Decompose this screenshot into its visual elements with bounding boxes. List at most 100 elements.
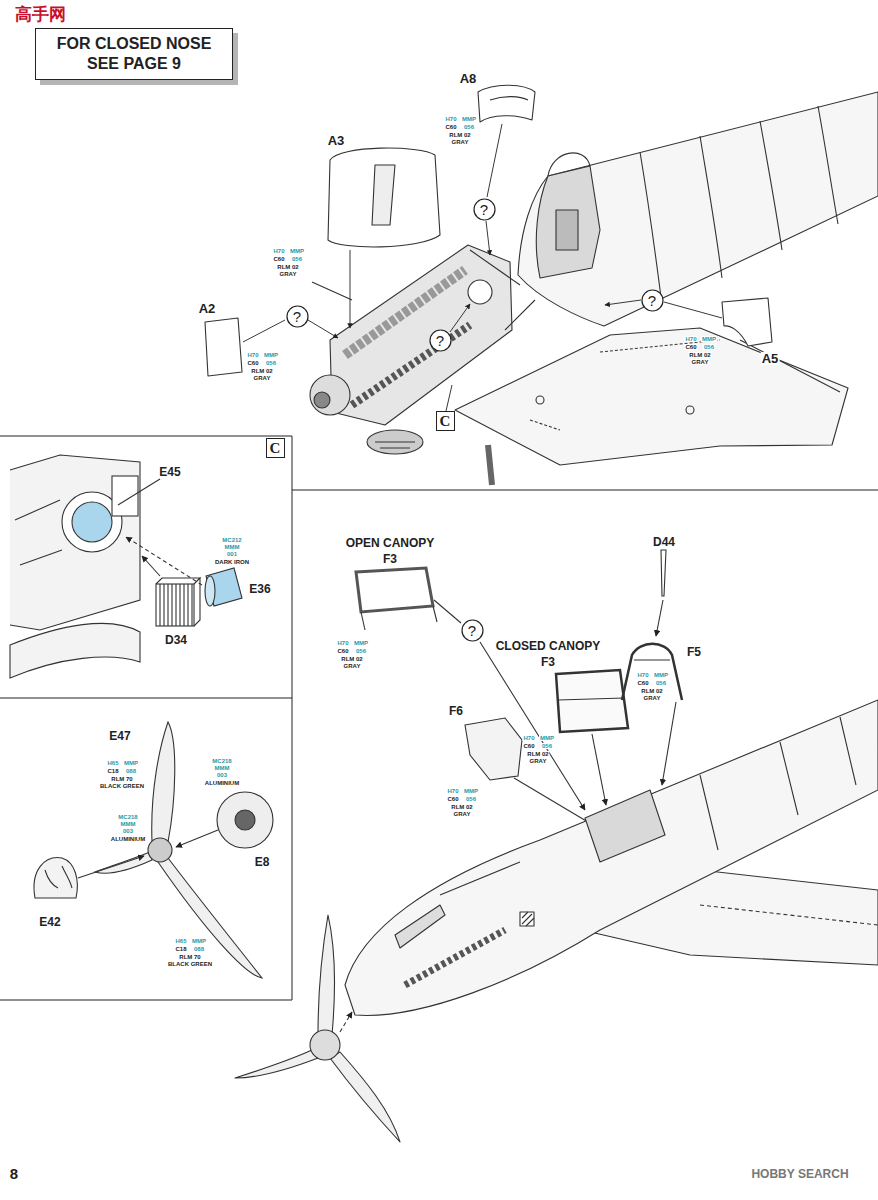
part-number: F6 (448, 705, 464, 717)
circle-outline (287, 306, 308, 327)
line-art (345, 270, 465, 355)
part-number: E47 (108, 730, 131, 742)
paint-code: GRAY (691, 359, 710, 365)
line-art (15, 500, 62, 565)
line-art (308, 320, 338, 338)
paint-code: DARK IRON (214, 559, 250, 565)
line-art (700, 717, 856, 850)
line-art (318, 915, 335, 1035)
line-art (722, 298, 772, 346)
line-art (45, 866, 72, 888)
paint-code: RLM 02 (526, 751, 549, 757)
paint-code: H65 (106, 760, 119, 766)
paint-code: MMP (461, 116, 477, 122)
note-box: FOR CLOSED NOSE SEE PAGE 9 (35, 28, 233, 80)
paint-code: RLM 02 (276, 264, 299, 270)
line-art (34, 722, 273, 978)
paint-code: 001 (226, 551, 238, 557)
paint-code: C60 (444, 124, 457, 130)
line-art (292, 490, 878, 491)
line-art (605, 300, 641, 305)
query-mark: ? (436, 333, 444, 348)
line-art (0, 436, 878, 1000)
line-art (375, 442, 415, 448)
part-number: A3 (327, 134, 346, 147)
part-number: E42 (38, 916, 61, 928)
line-art (243, 320, 285, 342)
line-art (142, 556, 160, 576)
view-label: CLOSED CANOPY (495, 640, 602, 652)
line-art (622, 644, 682, 700)
paint-code: RLM 70 (110, 776, 133, 782)
line-art (700, 905, 878, 925)
query-circle: ? (429, 329, 452, 352)
line-art (634, 659, 670, 660)
line-art (548, 153, 590, 176)
line-art (0, 698, 292, 699)
paint-code: MMP (353, 640, 369, 646)
paint-code: H70 (522, 735, 535, 741)
line-art (536, 396, 544, 404)
paint-code: 088 (193, 946, 205, 952)
watermark: HOBBY SEARCH (750, 1168, 849, 1180)
page-number: 8 (9, 1166, 19, 1181)
line-art (10, 455, 140, 630)
line-art (235, 700, 878, 1142)
query-circle: ? (473, 198, 496, 221)
line-art (118, 479, 160, 505)
paint-code: GRAY (453, 811, 472, 817)
line-art (522, 912, 534, 926)
line-art (312, 282, 352, 300)
line-art (310, 375, 350, 415)
part-number: F3 (540, 656, 556, 668)
line-art (235, 810, 255, 830)
line-art (518, 92, 878, 326)
paint-code: MMP (539, 735, 555, 741)
line-art (345, 700, 878, 1015)
query-mark: ? (480, 202, 488, 217)
paint-code: RLM 02 (250, 368, 273, 374)
paint-code: 056 (541, 743, 553, 749)
line-art (465, 718, 522, 780)
line-art (536, 166, 600, 278)
query-mark: ? (293, 309, 301, 324)
line-art (205, 318, 242, 376)
paint-code: 056 (463, 124, 475, 130)
paint-code: 056 (655, 680, 667, 686)
paint-code: 003 (122, 828, 134, 834)
paint-code: MMP (263, 352, 279, 358)
circle-outline (430, 330, 451, 351)
paint-code: 056 (265, 360, 277, 366)
paint-code: MMP (191, 938, 207, 944)
line-art (10, 623, 140, 678)
line-art (356, 568, 433, 612)
line-art (330, 1052, 400, 1142)
line-art (176, 830, 218, 847)
paint-code: BLACK GREEN (99, 783, 145, 789)
paint-code: H70 (246, 352, 259, 358)
paint-code: C60 (336, 648, 349, 654)
line-art (352, 325, 470, 405)
line-art (468, 280, 492, 304)
line-art (640, 106, 838, 305)
line-art (340, 1012, 352, 1032)
paint-code: H70 (272, 248, 285, 254)
detail-key: C (266, 438, 285, 458)
part-number: F3 (382, 553, 398, 565)
paint-code: GRAY (279, 271, 298, 277)
line-art (356, 550, 682, 828)
line-art (314, 392, 330, 408)
paint-code: 003 (216, 772, 228, 778)
line-art (740, 340, 840, 392)
paint-code: 056 (703, 344, 715, 350)
paint-code: MMP (123, 760, 139, 766)
circle-outline (462, 620, 483, 641)
paint-code: RLM 02 (340, 656, 363, 662)
part-number: A5 (761, 352, 780, 365)
paint-code: C18 (106, 768, 119, 774)
line-art (661, 550, 666, 596)
note-text: FOR CLOSED NOSE SEE PAGE 9 (44, 34, 224, 74)
paint-code: RLM 02 (640, 688, 663, 694)
line-art (217, 792, 273, 848)
